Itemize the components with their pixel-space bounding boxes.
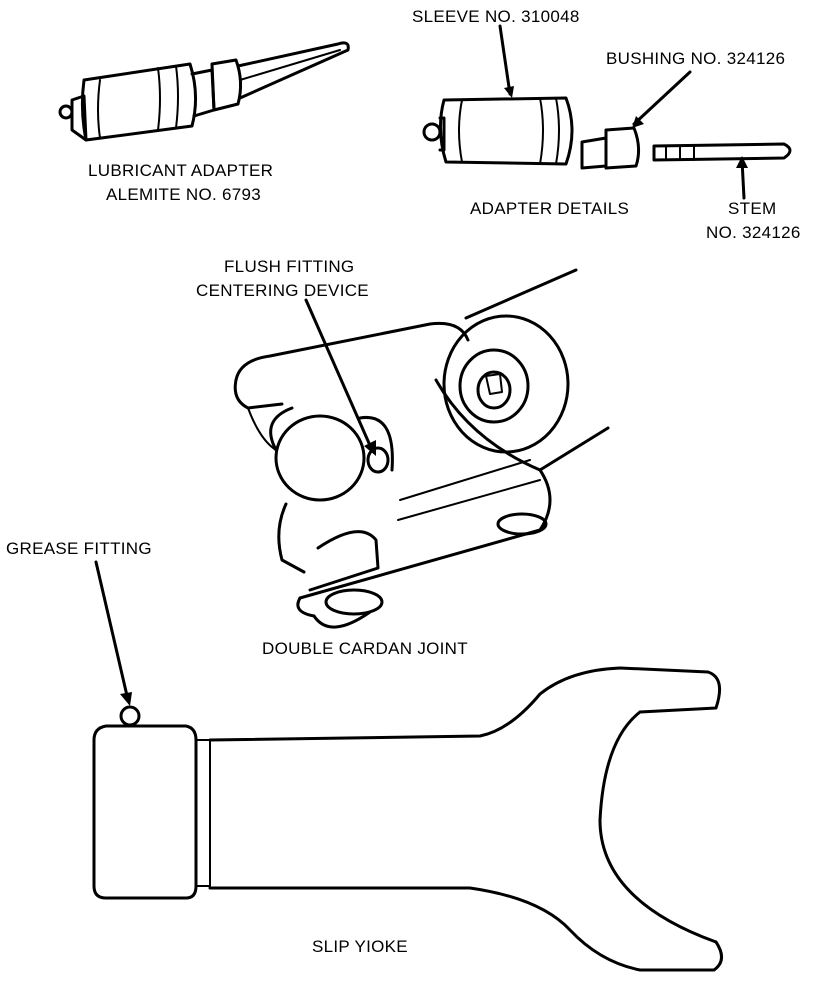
label-lubricant-adapter-line2: ALEMITE NO. 6793 xyxy=(106,185,262,204)
label-flush-fitting-line1: FLUSH FITTING xyxy=(224,257,355,276)
double-cardan-joint-drawing xyxy=(233,268,610,629)
label-slip-yoke: SLIP YIOKE xyxy=(312,937,408,956)
slip-yoke-drawing xyxy=(92,666,723,972)
label-stem-line1: STEM xyxy=(728,199,777,218)
leader-line-flush-fitting xyxy=(304,298,376,456)
label-stem-line2: NO. 324126 xyxy=(706,223,801,242)
label-grease-fitting: GREASE FITTING xyxy=(6,539,152,558)
label-flush-fitting-line2: CENTERING DEVICE xyxy=(196,281,369,300)
label-bushing: BUSHING NO. 324126 xyxy=(606,49,786,68)
leader-line-grease-fitting xyxy=(94,560,132,706)
label-adapter-details: ADAPTER DETAILS xyxy=(470,199,630,218)
label-sleeve: SLEEVE NO. 310048 xyxy=(412,7,580,26)
adapter-details-drawing xyxy=(422,96,792,170)
label-double-cardan-joint: DOUBLE CARDAN JOINT xyxy=(262,639,468,658)
lubricant-adapter-drawing xyxy=(58,41,350,142)
leader-lines-top xyxy=(498,24,748,200)
label-lubricant-adapter-line1: LUBRICANT ADAPTER xyxy=(88,161,274,180)
